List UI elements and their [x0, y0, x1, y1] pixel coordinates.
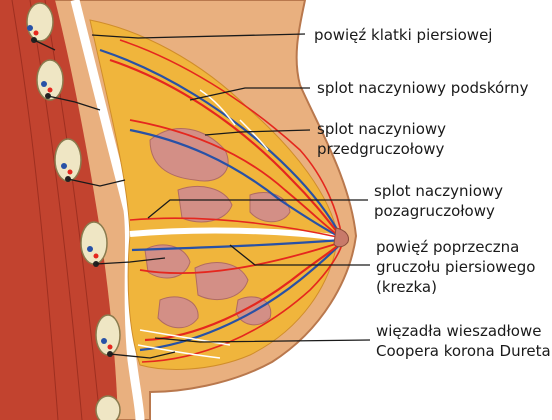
rib — [96, 315, 120, 355]
label-cooper-ligaments-line2: Coopera korona Dureta — [376, 342, 551, 360]
label-transverse-fascia-line3: (krezka) — [376, 278, 437, 296]
label-retroglandular-plexus-line2: pozagruczołowy — [374, 202, 495, 220]
rib — [55, 139, 81, 181]
rib — [27, 3, 53, 41]
label-transverse-fascia: powięź poprzeczna — [376, 238, 519, 256]
label-cooper-ligaments: więzadła wieszadłowe — [376, 322, 541, 340]
rib — [96, 396, 120, 420]
labels: powięź klatki piersiowej splot naczyniow… — [314, 26, 551, 360]
label-retroglandular-plexus: splot naczyniowy — [374, 182, 503, 200]
rib — [81, 222, 107, 264]
label-pectoral-fascia: powięź klatki piersiowej — [314, 26, 492, 44]
label-transverse-fascia-line2: gruczołu piersiowego — [376, 258, 535, 276]
label-preglandular-plexus-line2: przedgruczołowy — [317, 140, 445, 158]
label-preglandular-plexus: splot naczyniowy — [317, 120, 446, 138]
label-subcutaneous-plexus: splot naczyniowy podskórny — [317, 79, 529, 97]
